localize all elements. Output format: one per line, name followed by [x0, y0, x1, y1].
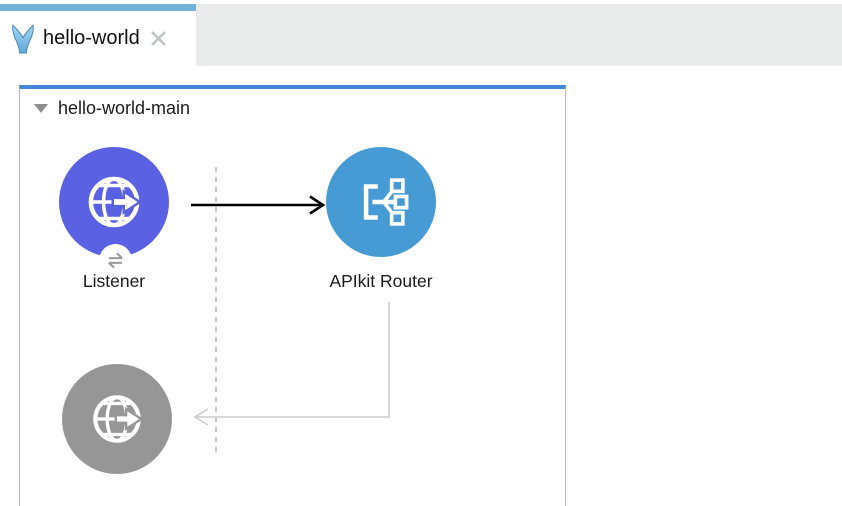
- node-response-wrapper: [62, 364, 172, 474]
- flow-name: hello-world-main: [58, 98, 191, 118]
- return-arrow: [193, 302, 390, 426]
- node-listener-wrapper: Listener: [59, 147, 169, 291]
- router-branches-icon: [349, 170, 413, 234]
- flow-header: hello-world-main: [34, 98, 190, 119]
- node-label-apikit-router: APIkit Router: [329, 271, 433, 291]
- node-listener[interactable]: [59, 147, 169, 257]
- node-apikit-router[interactable]: [326, 147, 436, 257]
- flow-container-hello-world-main[interactable]: hello-world-main: [19, 85, 566, 506]
- globe-arrow-icon: [86, 388, 148, 450]
- close-icon[interactable]: [149, 29, 168, 48]
- node-apikit-wrapper: APIkit Router: [326, 147, 436, 291]
- globe-arrow-icon: [81, 169, 147, 235]
- connector-layer: [191, 167, 390, 457]
- tab-title: hello-world: [43, 27, 140, 49]
- node-label-listener: Listener: [82, 271, 146, 291]
- triangle-down-icon[interactable]: [34, 104, 48, 113]
- node-http-response-disabled[interactable]: [62, 364, 172, 474]
- exchange-arrows-icon: [99, 244, 132, 277]
- mule-logo-icon: [10, 23, 36, 55]
- editor-tab-hello-world[interactable]: hello-world: [0, 4, 196, 66]
- flow-arrow: [191, 195, 326, 215]
- flow-canvas: hello-world-main: [0, 66, 842, 506]
